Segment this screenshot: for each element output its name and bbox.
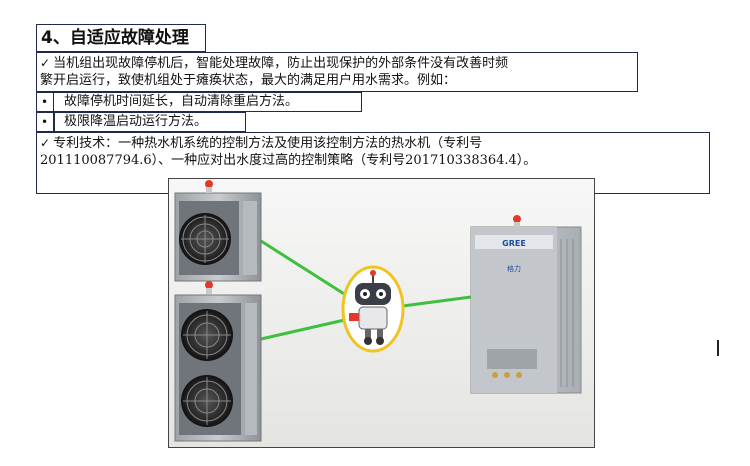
paragraph-1-line-1: ✓当机组出现故障停机后，智能处理故障，防止出现保护的外部条件没有改善时频 xyxy=(40,56,509,71)
paragraph-2-line-2: 201110087794.6）、一种应对出水度过高的控制策略（专利号201710… xyxy=(40,153,537,168)
water-heater-unit: GREE 格力 xyxy=(470,215,582,394)
alarm-light-icon xyxy=(205,281,213,289)
paragraph-2-line-1: ✓专利技术：一种热水机系统的控制方法及使用该控制方法的热水机（专利号 xyxy=(40,136,483,151)
link-lines xyxy=(260,239,472,341)
link-line-top xyxy=(260,239,350,299)
bullet-item-1: 故障停机时间延长，自动清除重启方法。 xyxy=(64,94,299,109)
alarm-light-icon xyxy=(513,215,521,223)
heat-pump-unit-bottom xyxy=(174,281,262,442)
heat-pump-unit-top xyxy=(174,180,262,282)
bullet-2-marker-box xyxy=(36,112,54,132)
bullet-item-2: 极限降温启动运行方法。 xyxy=(64,114,208,129)
bullet-icon: • xyxy=(41,115,49,129)
section-title: 4、自适应故障处理 xyxy=(36,24,206,52)
paragraph-1-box xyxy=(36,52,638,92)
link-line-right xyxy=(394,295,472,309)
link-line-bottom xyxy=(260,317,350,341)
check-icon: ✓ xyxy=(40,136,51,150)
system-diagram-svg: GREE 格力 xyxy=(174,180,582,442)
bullet-icon: • xyxy=(41,95,49,109)
system-diagram-figure: GREE 格力 xyxy=(168,178,595,448)
bullet-2-box xyxy=(54,112,246,132)
text-cursor xyxy=(717,340,719,356)
robot-icon xyxy=(341,265,405,353)
bullet-1-marker-box xyxy=(36,92,54,112)
paragraph-1-line-2: 繁开启运行，致使机组处于瘫痪状态，最大的满足用户用水需求。例如： xyxy=(40,73,457,88)
unit-label: 格力 xyxy=(507,264,521,273)
alarm-light-icon xyxy=(205,180,213,188)
check-icon: ✓ xyxy=(40,56,51,70)
brand-logo: GREE xyxy=(502,239,526,248)
